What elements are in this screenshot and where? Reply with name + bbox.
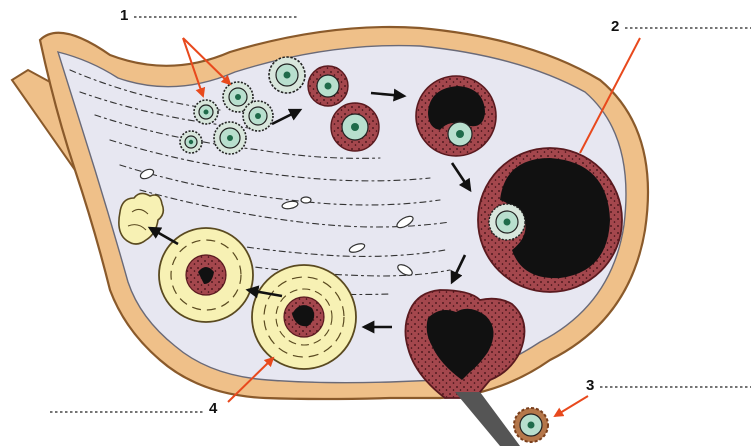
growing-follicle (269, 57, 305, 93)
label-4: 4 (209, 400, 218, 417)
small-follicle (180, 131, 202, 153)
growing-follicle (331, 103, 379, 151)
label-1: 1 (120, 7, 128, 24)
small-follicle (194, 100, 218, 124)
released-oocyte (514, 408, 548, 442)
ruptured-follicle (405, 290, 524, 446)
antral-follicle (416, 76, 496, 156)
label-2: 2 (611, 18, 619, 35)
leader-arrow (555, 396, 588, 416)
ovulation-stream (455, 392, 520, 446)
corpus-luteum (252, 265, 356, 369)
small-follicle (243, 101, 273, 131)
label-3: 3 (586, 377, 594, 394)
small-follicle (214, 122, 246, 154)
growing-follicle (308, 66, 348, 106)
mature-follicle (478, 148, 622, 292)
label-3-group: 3 (555, 377, 751, 416)
